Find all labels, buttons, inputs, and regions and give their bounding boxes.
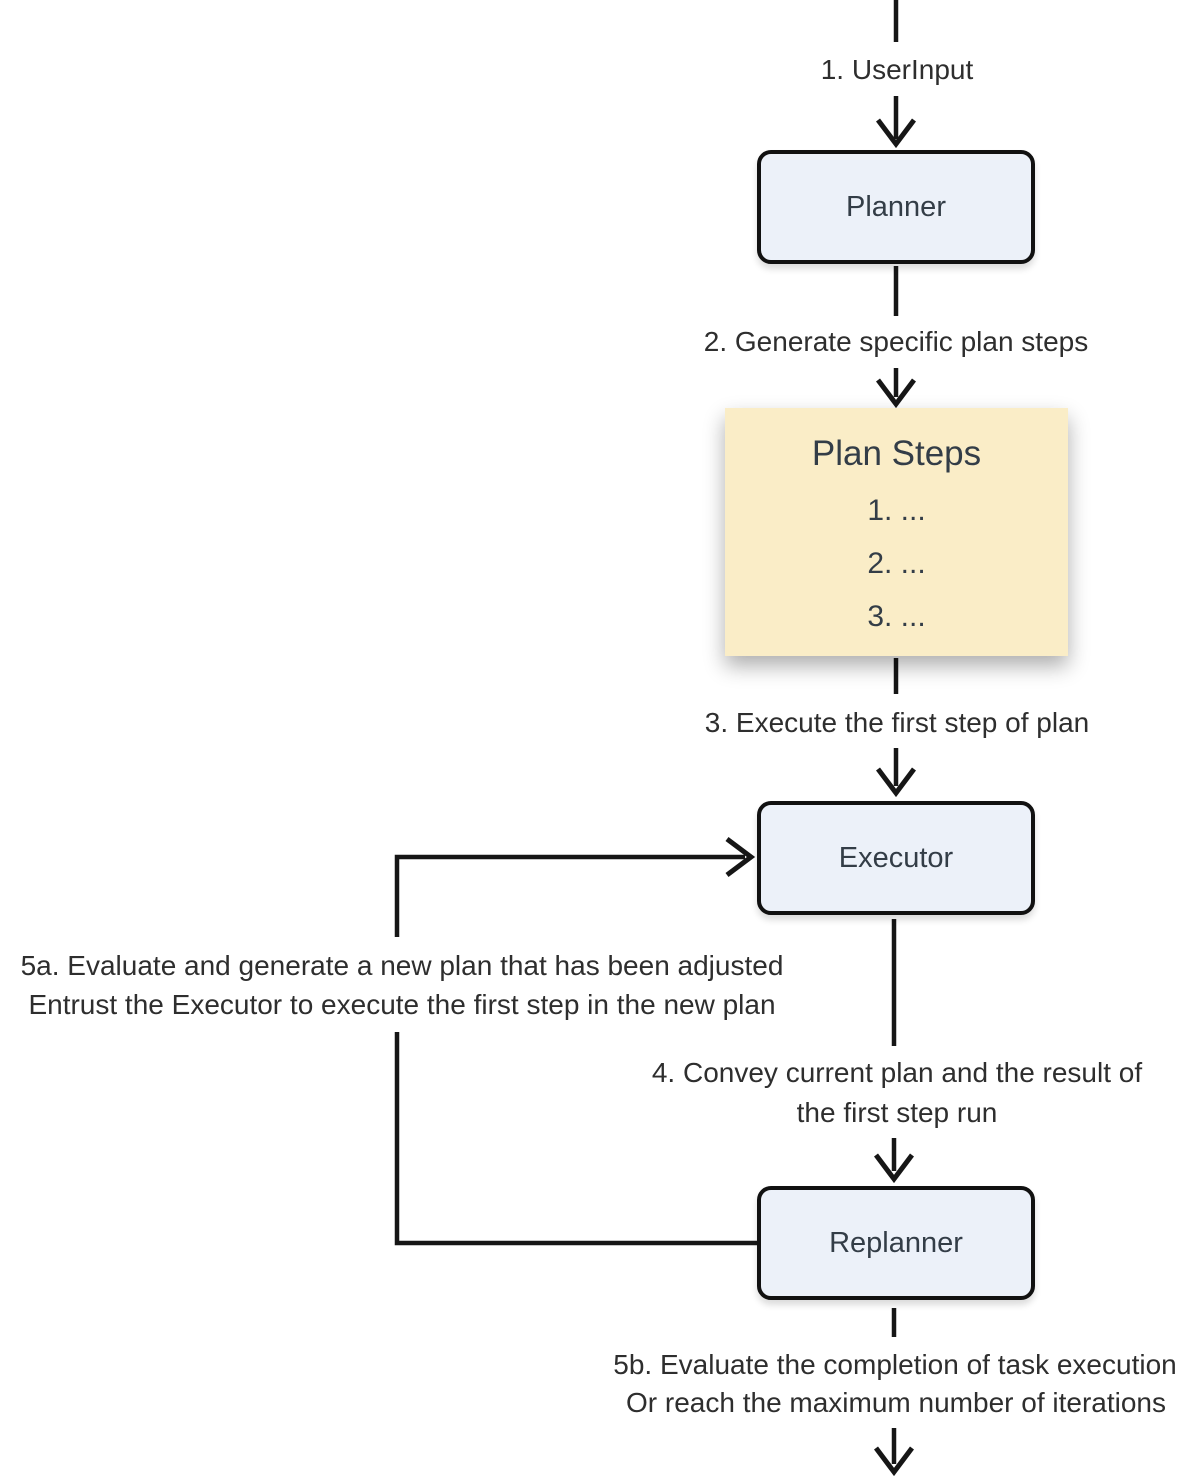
edge-label-step2-generate-plan: 2. Generate specific plan steps — [703, 326, 1089, 357]
node-executor-label: Executor — [838, 841, 954, 874]
note-plan-steps-items: 1. ... 2. ... 3. ... — [725, 484, 1068, 643]
edge-label-step5b-complete-line2: Or reach the maximum number of iteration… — [626, 1387, 1166, 1418]
edge-label-step5a-replan-line1: 5a. Evaluate and generate a new plan tha… — [20, 950, 784, 981]
edge-label-step1-userinput: 1. UserInput — [820, 54, 974, 85]
edge-executor-arrowhead — [876, 767, 916, 798]
node-executor: Executor — [757, 801, 1035, 915]
note-plan-steps: Plan Steps 1. ... 2. ... 3. ... — [725, 408, 1068, 656]
note-plan-steps-item: 1. ... — [867, 494, 926, 527]
edge-label-step3-execute-first-step: 3. Execute the first step of plan — [704, 707, 1090, 738]
edge-plansteps-arrowhead — [876, 378, 916, 409]
node-planner-label: Planner — [846, 190, 946, 223]
node-planner: Planner — [757, 150, 1035, 264]
edge-exit-arrowhead — [874, 1446, 914, 1477]
note-plan-steps-title: Plan Steps — [811, 434, 982, 473]
edge-loop-arrowhead — [725, 837, 756, 877]
edge-label-step4-convey-line2: the first step run — [796, 1097, 998, 1128]
edge-replanner-arrowhead — [874, 1153, 914, 1184]
node-replanner: Replanner — [757, 1186, 1035, 1300]
edge-userinput-arrowhead — [876, 118, 916, 149]
edge-label-step4-convey-line1: 4. Convey current plan and the result of — [651, 1057, 1143, 1088]
edge-loop-upper — [394, 854, 745, 937]
edge-label-step5b-complete-line1: 5b. Evaluate the completion of task exec… — [613, 1349, 1177, 1380]
note-plan-steps-item: 2. ... — [867, 547, 926, 580]
edge-loop-lower — [394, 1032, 757, 1246]
note-plan-steps-item: 3. ... — [867, 600, 926, 633]
node-replanner-label: Replanner — [829, 1226, 963, 1259]
edge-label-step5a-replan-line2: Entrust the Executor to execute the firs… — [28, 989, 776, 1020]
